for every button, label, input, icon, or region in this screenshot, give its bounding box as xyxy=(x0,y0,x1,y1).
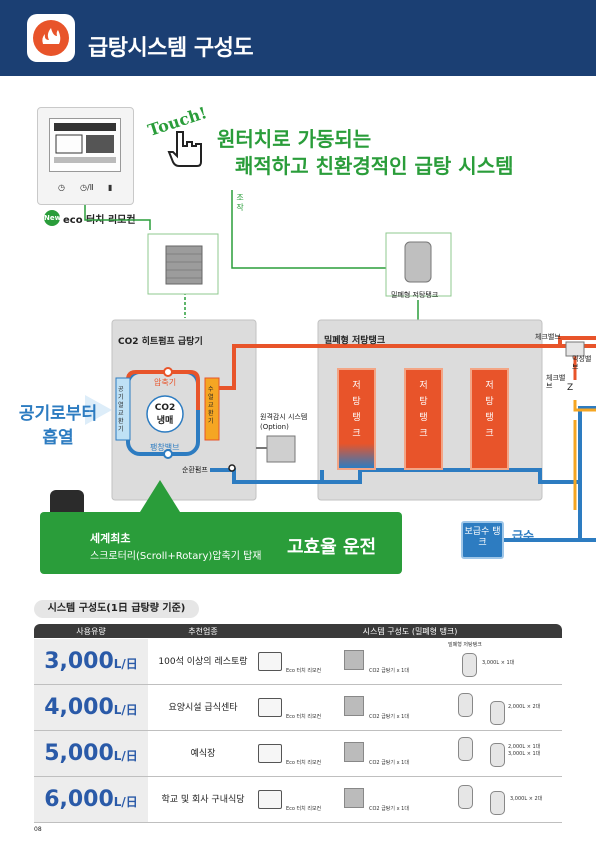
supply-tank: 보급수 탱크 xyxy=(461,521,504,559)
usage-value: 3,000 xyxy=(44,649,114,674)
hand-pointer-icon xyxy=(165,128,205,177)
hot-water-icon: ▮ xyxy=(108,183,113,192)
tank-label: 저탕탱크 xyxy=(352,381,361,439)
table-row: 5,000L/日 예식장 Eco 터치 리모컨 CO2 급탕기 x 1대 2,0… xyxy=(34,731,562,777)
mini-remote-label: Eco 터치 리모컨 xyxy=(286,668,322,674)
mini-tank-icon xyxy=(458,785,473,809)
usage-cell: 4,000L/日 xyxy=(34,685,148,730)
air-heat-label: 공기로부터 흡열 xyxy=(18,404,98,448)
header-usage: 사용유량 xyxy=(76,627,106,636)
mini-remote-icon xyxy=(258,790,282,809)
usage-value: 6,000 xyxy=(44,787,114,812)
mini-tank-spec: 3,000L × 1대 xyxy=(482,660,515,666)
compressor-label: 압축기 xyxy=(154,378,177,387)
compressor-desc: 스크로터리(Scroll+Rotary)압축기 탑재 xyxy=(90,551,262,562)
mini-heat-pump-icon xyxy=(344,696,364,716)
mini-heat-pump-icon xyxy=(344,742,364,762)
air-exchanger-label: 공기열교환기 xyxy=(118,386,124,433)
svg-text:Z: Z xyxy=(567,383,573,393)
water-exchanger-label: 수열교환기 xyxy=(208,386,214,425)
mini-tank-icon xyxy=(458,693,473,717)
mini-unit-label: CO2 급탕기 x 1대 xyxy=(369,714,409,720)
mini-tank-spec: 3,000L × 2대 xyxy=(510,796,543,802)
mini-heat-pump-icon xyxy=(344,788,364,808)
table-row: 4,000L/日 요양시설 급식센타 Eco 터치 리모컨 CO2 급탕기 x … xyxy=(34,685,562,731)
storage-tank-3: 저탕탱크 xyxy=(470,368,509,470)
storage-tank-caption: 밀폐형 저탕탱크 xyxy=(391,291,439,299)
check-valve-label: 체크밸브 xyxy=(535,333,561,341)
check-valve-label-2: 체크밸브 xyxy=(546,374,566,390)
usage-unit: L/日 xyxy=(113,657,138,671)
tank-label: 저탕탱크 xyxy=(419,381,428,439)
new-badge: New xyxy=(44,210,61,226)
usage-unit: L/日 xyxy=(113,749,138,763)
timer-icon: ◷/Ⅱ xyxy=(80,183,94,192)
mixing-valve-label: 믹싱밸브 xyxy=(572,355,592,371)
usage-value: 4,000 xyxy=(44,695,114,720)
power-icon: ◷ xyxy=(58,183,65,192)
page-header xyxy=(0,0,596,76)
efficiency-label: 고효율 운전 xyxy=(287,537,377,558)
mini-tank-spec: 2,000L × 2대 xyxy=(508,704,541,710)
mini-unit-label: CO2 급탕기 x 1대 xyxy=(369,760,409,766)
headline-line-1: 원터치로 가동되는 xyxy=(217,127,372,151)
industry-cell: 예식장 xyxy=(190,748,216,759)
usage-cell: 3,000L/日 xyxy=(34,639,148,684)
tank-label: 저탕탱크 xyxy=(485,381,494,439)
storage-title: 밀폐형 저탕탱크 xyxy=(324,336,386,346)
industry-cell: 학교 및 회사 구내식당 xyxy=(161,794,245,805)
storage-tank-1: 저탕탱크 xyxy=(337,368,376,470)
mini-remote-label: Eco 터치 리모컨 xyxy=(286,760,322,766)
table-row: 3,000L/日 100석 이상의 레스토랑 Eco 터치 리모컨 CO2 급탕… xyxy=(34,639,562,685)
mini-tank-icon xyxy=(490,701,505,725)
mini-remote-icon xyxy=(258,744,282,763)
supply-label: 급수 xyxy=(512,529,535,543)
mini-tank-icon xyxy=(458,737,473,761)
mini-remote-label: Eco 터치 리모컨 xyxy=(286,714,322,720)
industry-cell: 100석 이상의 레스토랑 xyxy=(158,656,248,667)
mini-tank-icon xyxy=(490,743,505,767)
mini-unit-label: CO2 급탕기 x 1대 xyxy=(369,668,409,674)
mini-tank-caption: 밀폐형 저탕탱크 xyxy=(448,642,482,648)
heat-icon xyxy=(27,14,75,62)
header-industry: 추천업종 xyxy=(188,627,218,636)
page-title: 급탕시스템 구성도 xyxy=(88,36,254,61)
headline-line-2: 쾌적하고 친환경적인 급탕 시스템 xyxy=(235,154,514,178)
mini-unit-label: CO2 급탕기 x 1대 xyxy=(369,806,409,812)
mini-heat-pump-icon xyxy=(344,650,364,670)
refrigerant-label: CO2 냉매 xyxy=(154,403,176,426)
control-label: 조작 xyxy=(236,193,244,212)
page-number: 08 xyxy=(34,826,42,833)
mini-remote-icon xyxy=(258,652,282,671)
world-first-label: 세계최초 xyxy=(90,532,131,545)
expansion-valve-label: 팽창밸브 xyxy=(150,443,180,452)
remote-monitor-label: 원격감시 시스템(Option) xyxy=(260,413,308,431)
remote-screen xyxy=(49,118,121,172)
industry-cell: 요양시설 급식센타 xyxy=(168,702,238,713)
table-header: 사용유량 추천업종 시스템 구성도 (밀폐형 탱크) xyxy=(34,624,562,638)
usage-value: 5,000 xyxy=(44,741,114,766)
storage-tank-2: 저탕탱크 xyxy=(404,368,443,470)
usage-cell: 6,000L/日 xyxy=(34,777,148,822)
mini-remote-icon xyxy=(258,698,282,717)
usage-unit: L/日 xyxy=(113,703,138,717)
heat-pump-title: CO2 히트펌프 급탕기 xyxy=(118,337,203,347)
mini-tank-spec: 2,000L × 1대 3,000L × 1대 xyxy=(508,744,541,757)
usage-unit: L/日 xyxy=(113,795,138,809)
feature-banner xyxy=(40,512,402,574)
mini-remote-label: Eco 터치 리모컨 xyxy=(286,806,322,812)
mini-tank-icon xyxy=(490,791,505,815)
mini-tank-icon xyxy=(462,653,477,677)
circulation-pump-label: 순환펌프 xyxy=(182,466,208,474)
section-title: 시스템 구성도(1日 급탕량 기준) xyxy=(34,600,199,618)
usage-cell: 5,000L/日 xyxy=(34,731,148,776)
header-system: 시스템 구성도 (밀폐형 탱크) xyxy=(362,627,458,636)
table-row: 6,000L/日 학교 및 회사 구내식당 Eco 터치 리모컨 CO2 급탕기… xyxy=(34,777,562,823)
